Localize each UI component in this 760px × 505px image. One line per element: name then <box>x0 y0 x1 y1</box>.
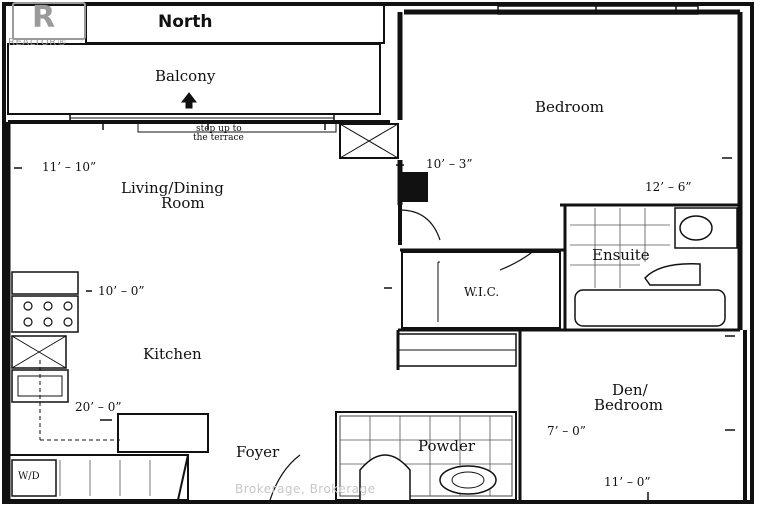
realtor-logo-text: REALTOR® <box>8 37 68 48</box>
north-banner <box>85 4 385 44</box>
watermark-text: Brokerage, Brokerage <box>235 482 376 496</box>
den-label-line1: Den/ <box>612 381 648 399</box>
closet-box <box>339 123 399 159</box>
kitchen-length-dimension: 20’ – 0” <box>75 400 122 414</box>
wic-outline <box>401 251 561 329</box>
living-dining-label-line1: Living/Dining <box>121 179 224 197</box>
balcony-label: Balcony <box>155 67 216 85</box>
powder-outline <box>335 411 517 501</box>
kitchen-island <box>117 413 209 453</box>
wd-label: W/D <box>18 471 40 482</box>
step-note-line2: the terrace <box>193 133 244 143</box>
kitchen-label: Kitchen <box>143 345 202 363</box>
den-length-dimension: 11’ – 0” <box>604 475 651 489</box>
powder-label: Powder <box>418 437 476 455</box>
foyer-label: Foyer <box>236 443 280 461</box>
bedroom-width-dimension: 10’ – 3” <box>426 157 473 171</box>
bedroom-label: Bedroom <box>535 98 604 116</box>
realtor-logo: R REALTOR® <box>4 0 86 48</box>
stove <box>11 295 79 333</box>
den-width-dimension: 7’ – 0” <box>547 424 586 438</box>
den-label-line2: Bedroom <box>594 396 663 414</box>
north-label: North <box>158 12 213 32</box>
wic-label: W.I.C. <box>464 285 500 299</box>
laundry-outline <box>7 454 189 501</box>
realtor-logo-box <box>12 2 86 40</box>
fridge <box>11 335 67 369</box>
living-dining-label-line2: Room <box>161 194 205 212</box>
arrow-up-icon <box>180 92 198 109</box>
realtor-logo-letter: R <box>32 0 56 35</box>
living-length-dimension: 10’ – 0” <box>98 284 145 298</box>
bathtub <box>574 289 726 327</box>
ensuite-label: Ensuite <box>592 246 650 264</box>
bedroom-window <box>497 5 699 15</box>
living-width-dimension: 11’ – 10” <box>42 160 97 174</box>
bedroom-length-dimension: 12’ – 6” <box>645 180 692 194</box>
step-note-line1: step up to <box>196 124 242 134</box>
